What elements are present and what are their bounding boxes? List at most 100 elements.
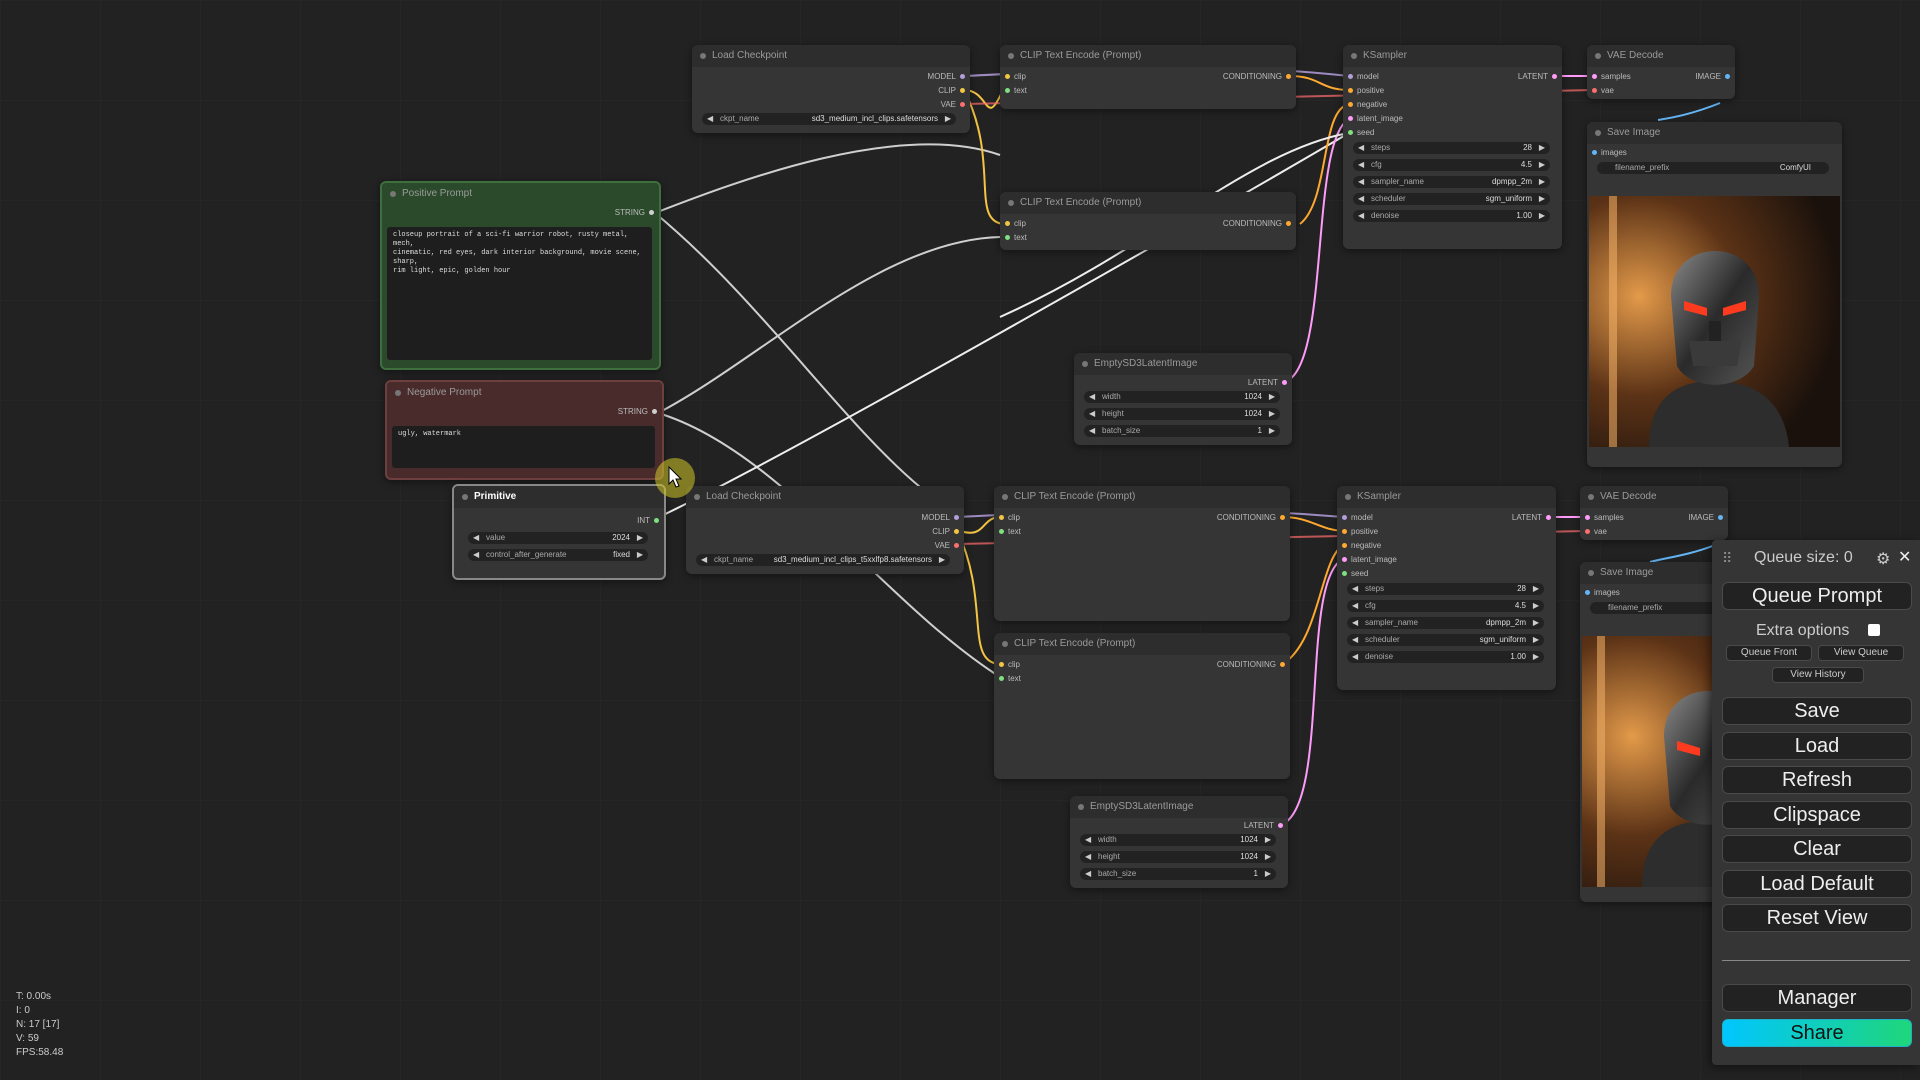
output-latent[interactable]: LATENT [1512, 513, 1552, 523]
ksampler-node-top[interactable]: KSampler model positive negative latent_… [1343, 45, 1562, 249]
input-seed[interactable]: seed [1339, 569, 1368, 579]
increment-arrow[interactable]: ▶ [1268, 392, 1275, 401]
positive-prompt-node[interactable]: Positive Prompt STRING closeup portrait … [380, 181, 661, 370]
output-conditioning[interactable]: CONDITIONING [1217, 513, 1286, 523]
queue-prompt-button[interactable]: Queue Prompt [1722, 582, 1912, 610]
load-default-button[interactable]: Load Default [1722, 870, 1912, 898]
increment-arrow[interactable]: ▶ [1532, 584, 1539, 593]
increment-arrow[interactable]: ▶ [636, 550, 643, 559]
output-vae[interactable]: VAE [941, 100, 966, 110]
clip-text-encode-node[interactable]: CLIP Text Encode (Prompt) clip text COND… [994, 633, 1290, 779]
decrement-arrow[interactable]: ◀ [1085, 869, 1092, 878]
value-widget[interactable]: ◀ value 2024 ▶ [468, 532, 648, 544]
decrement-arrow[interactable]: ◀ [1358, 211, 1365, 220]
increment-arrow[interactable]: ▶ [1532, 601, 1539, 610]
reset-view-button[interactable]: Reset View [1722, 904, 1912, 932]
output-string[interactable]: STRING [618, 407, 658, 417]
decrement-arrow[interactable]: ◀ [1352, 652, 1359, 661]
refresh-button[interactable]: Refresh [1722, 766, 1912, 794]
input-positive[interactable]: positive [1345, 86, 1384, 96]
input-model[interactable]: model [1345, 72, 1379, 82]
input-images[interactable]: images [1589, 148, 1627, 158]
decrement-arrow[interactable]: ◀ [1358, 143, 1365, 152]
input-clip[interactable]: clip [996, 513, 1020, 523]
increment-arrow[interactable]: ▶ [1532, 652, 1539, 661]
decrement-arrow[interactable]: ◀ [473, 550, 480, 559]
decrement-arrow[interactable]: ◀ [1358, 194, 1365, 203]
drag-handle-icon[interactable]: ⠿ [1722, 550, 1733, 566]
clipspace-button[interactable]: Clipspace [1722, 801, 1912, 829]
input-seed[interactable]: seed [1345, 128, 1374, 138]
ckpt-name-widget[interactable]: ◀ ckpt_name sd3_medium_incl_clips_t5xxlf… [696, 554, 950, 566]
input-text[interactable]: text [1002, 86, 1027, 96]
output-clip[interactable]: CLIP [938, 86, 966, 96]
queue-front-button[interactable]: Queue Front [1726, 645, 1812, 661]
load-checkpoint-node-bottom[interactable]: Load Checkpoint MODEL CLIP VAE ◀ ckpt_na… [686, 486, 964, 574]
increment-arrow[interactable]: ▶ [1264, 869, 1271, 878]
increment-arrow[interactable]: ▶ [944, 114, 951, 123]
input-images[interactable]: images [1582, 588, 1620, 598]
output-image[interactable]: IMAGE [1688, 513, 1724, 523]
increment-arrow[interactable]: ▶ [636, 533, 643, 542]
output-latent[interactable]: LATENT [1248, 378, 1288, 388]
vae-decode-node-top[interactable]: VAE Decode samples vae IMAGE [1587, 45, 1735, 99]
increment-arrow[interactable]: ▶ [1268, 426, 1275, 435]
filename-prefix-widget[interactable]: filename_prefix ComfyUI [1597, 162, 1829, 174]
view-history-button[interactable]: View History [1772, 667, 1864, 683]
view-queue-button[interactable]: View Queue [1818, 645, 1904, 661]
primitive-node[interactable]: Primitive INT ◀ value 2024 ▶ ◀ control_a… [452, 484, 666, 580]
decrement-arrow[interactable]: ◀ [1358, 160, 1365, 169]
decrement-arrow[interactable]: ◀ [701, 555, 708, 564]
vae-decode-node-bottom[interactable]: VAE Decode samples vae IMAGE [1580, 486, 1728, 540]
decrement-arrow[interactable]: ◀ [1089, 409, 1096, 418]
input-text[interactable]: text [996, 527, 1021, 537]
decrement-arrow[interactable]: ◀ [1358, 177, 1365, 186]
share-button[interactable]: Share [1722, 1019, 1912, 1047]
input-vae[interactable]: vae [1582, 527, 1607, 537]
gear-icon[interactable]: ⚙ [1876, 551, 1891, 568]
output-clip[interactable]: CLIP [932, 527, 960, 537]
output-int[interactable]: INT [637, 516, 660, 526]
generated-image-preview[interactable] [1589, 196, 1840, 447]
decrement-arrow[interactable]: ◀ [1085, 835, 1092, 844]
prompt-textarea[interactable]: ugly, watermark [392, 426, 655, 468]
increment-arrow[interactable]: ▶ [1268, 409, 1275, 418]
input-latent-image[interactable]: latent_image [1345, 114, 1403, 124]
input-latent-image[interactable]: latent_image [1339, 555, 1397, 565]
clip-text-encode-node[interactable]: CLIP Text Encode (Prompt) clip text COND… [994, 486, 1290, 621]
increment-arrow[interactable]: ▶ [1538, 177, 1545, 186]
decrement-arrow[interactable]: ◀ [1352, 635, 1359, 644]
prompt-textarea[interactable]: closeup portrait of a sci-fi warrior rob… [387, 227, 652, 360]
input-clip[interactable]: clip [1002, 219, 1026, 229]
close-icon[interactable]: ✕ [1898, 549, 1912, 566]
input-text[interactable]: text [996, 674, 1021, 684]
input-negative[interactable]: negative [1345, 100, 1387, 110]
clip-text-encode-node[interactable]: CLIP Text Encode (Prompt) clip text COND… [1000, 192, 1296, 250]
output-vae[interactable]: VAE [935, 541, 960, 551]
filename-prefix-widget[interactable]: filename_prefix [1590, 602, 1720, 614]
save-button[interactable]: Save [1722, 697, 1912, 725]
input-negative[interactable]: negative [1339, 541, 1381, 551]
control-widget[interactable]: ◀ control_after_generate fixed ▶ [468, 549, 648, 561]
decrement-arrow[interactable]: ◀ [1085, 852, 1092, 861]
decrement-arrow[interactable]: ◀ [1352, 618, 1359, 627]
decrement-arrow[interactable]: ◀ [1089, 392, 1096, 401]
increment-arrow[interactable]: ▶ [1538, 160, 1545, 169]
output-conditioning[interactable]: CONDITIONING [1223, 72, 1292, 82]
increment-arrow[interactable]: ▶ [1264, 835, 1271, 844]
manager-button[interactable]: Manager [1722, 984, 1912, 1012]
ckpt-name-widget[interactable]: ◀ ckpt_name sd3_medium_incl_clips.safete… [702, 113, 956, 125]
